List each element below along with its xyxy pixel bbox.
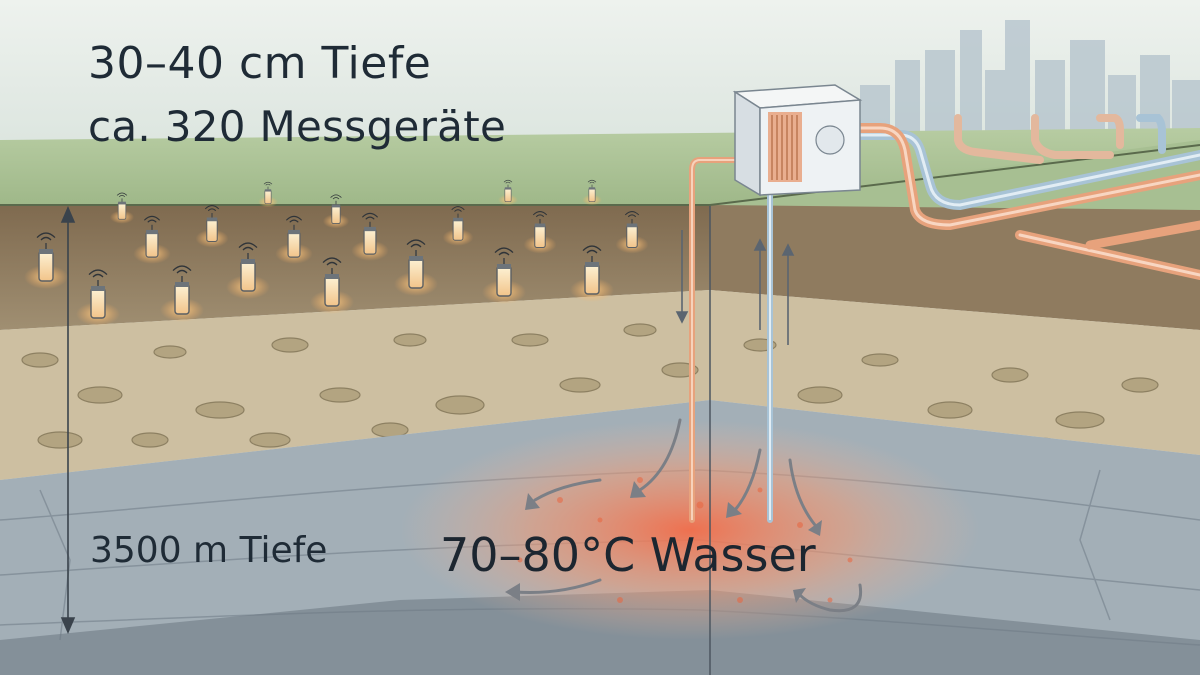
wireless-sensor-icon — [133, 215, 171, 264]
wireless-sensor-icon — [582, 179, 602, 206]
double-arrow-icon — [60, 205, 76, 635]
wireless-sensor-icon — [24, 232, 68, 289]
wireless-sensor-icon — [76, 269, 120, 326]
shallow-depth-label: 30–40 cm Tiefe — [88, 38, 432, 89]
surface-line — [0, 144, 1200, 206]
flow-arrows — [675, 230, 795, 345]
wireless-sensor-icon — [394, 239, 438, 296]
sensor-count-label: ca. 320 Messgeräte — [88, 102, 507, 151]
hot-zone-speckles — [517, 477, 853, 603]
hot-water-zone — [400, 420, 980, 640]
wireless-sensor-icon — [570, 245, 614, 302]
heat-pump-unit-icon — [732, 84, 863, 197]
city-skyline — [860, 20, 1200, 135]
wireless-sensor-icon — [258, 181, 278, 208]
water-temperature-label: 70–80°C Wasser — [440, 528, 816, 582]
wireless-sensor-icon — [322, 194, 350, 229]
wireless-sensor-icon — [109, 192, 135, 224]
wireless-sensor-icon — [160, 265, 204, 322]
wireless-sensor-icon — [226, 242, 270, 299]
wireless-sensor-icon — [195, 205, 229, 248]
wireless-sensor-icon — [310, 257, 354, 314]
deep-depth-label: 3500 m Tiefe — [90, 530, 328, 571]
topsoil-layer-right — [710, 205, 1200, 330]
wireless-sensor-icon — [351, 212, 389, 261]
surface-pipes — [825, 114, 1200, 280]
wireless-sensor-icon — [498, 179, 518, 206]
wireless-sensor-icon — [615, 211, 649, 254]
wireless-sensor-icon — [523, 211, 557, 254]
wireless-sensor-icon — [275, 215, 313, 264]
circulation-arrows — [505, 418, 863, 613]
wireless-sensor-icon — [482, 247, 526, 304]
sensor-array — [24, 179, 649, 326]
wireless-sensor-icon — [442, 206, 474, 246]
